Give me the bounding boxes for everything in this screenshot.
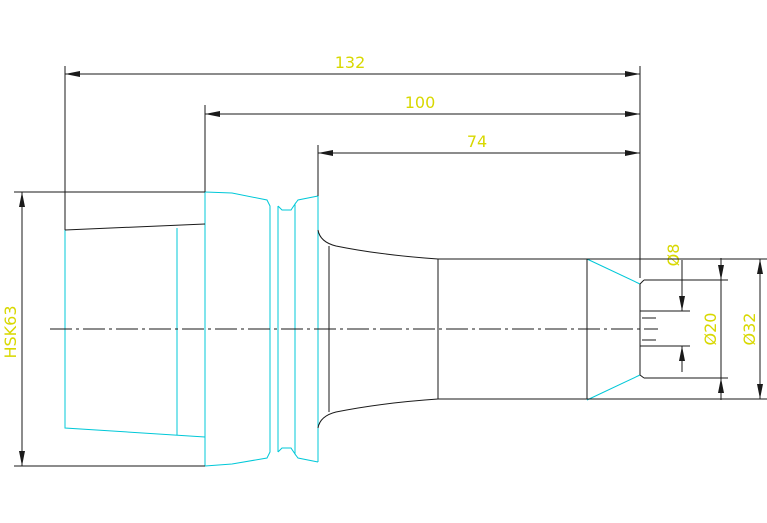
dim-hsk63: HSK63 [1,191,205,467]
dim-bore-8-label: Ø8 [664,244,683,267]
dim-diameter-32: Ø32 [587,258,767,400]
dim-132-label: 132 [335,53,366,72]
dim-74: 74 [317,132,640,196]
dim-74-label: 74 [467,132,487,151]
dim-diameter-32-label: Ø32 [740,313,759,346]
dim-hsk63-label: HSK63 [1,305,20,358]
dim-132: 132 [64,53,641,278]
holder-body-lines [64,223,645,429]
dim-bore-8: Ø8 [640,244,690,372]
dim-100-label: 100 [405,93,436,112]
dim-diameter-20-label: Ø20 [701,313,720,346]
dim-100: 100 [204,93,640,192]
dim-diameter-20: Ø20 [644,258,728,400]
